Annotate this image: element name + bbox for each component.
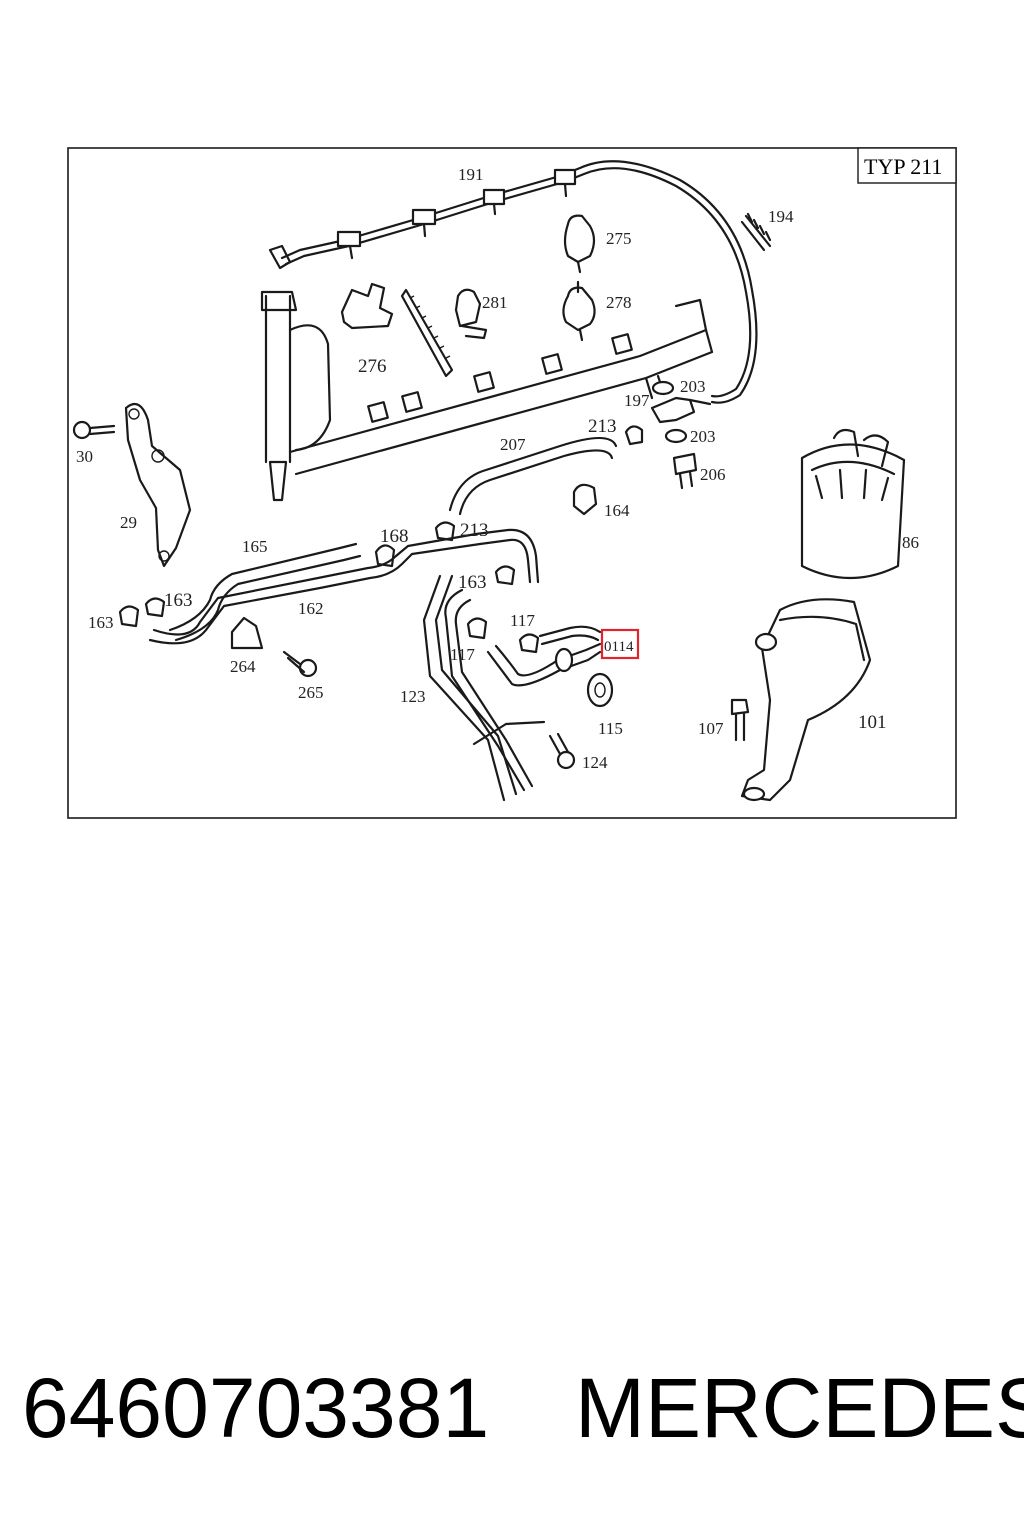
part-123-pipes xyxy=(422,574,546,802)
part-278-clip xyxy=(562,280,596,342)
label-206: 206 xyxy=(700,465,726,484)
label-191: 191 xyxy=(458,165,484,184)
part-207-hose xyxy=(448,436,618,516)
part-117-clamp-upper xyxy=(518,633,540,654)
part-114-hose xyxy=(486,625,602,687)
type-badge: TYP 211 xyxy=(857,147,957,184)
part-276-cable-tie xyxy=(340,282,454,378)
part-124-bolt xyxy=(548,732,576,770)
label-264: 264 xyxy=(230,657,256,676)
part-30-bolt xyxy=(72,420,116,440)
label-107: 107 xyxy=(698,719,724,738)
part-101-bracket xyxy=(740,598,872,802)
label-117-lower: 117 xyxy=(450,645,475,664)
part-165-162-hoses xyxy=(148,528,540,645)
label-276: 276 xyxy=(358,356,387,377)
part-number: 6460703381 xyxy=(22,1361,490,1455)
label-165: 165 xyxy=(242,537,268,556)
label-29: 29 xyxy=(120,513,137,532)
highlight-label: 0114 xyxy=(604,639,634,655)
caption-bar: 6460703381 MERCEDES xyxy=(0,1360,1024,1470)
injector xyxy=(260,290,332,502)
part-213-clamp-upper xyxy=(624,425,644,446)
type-badge-text: TYP 211 xyxy=(864,154,942,179)
brand-name: MERCEDES xyxy=(575,1361,1024,1455)
label-163-left: 163 xyxy=(88,613,114,632)
label-101: 101 xyxy=(858,712,887,733)
part-107-bolt xyxy=(730,698,750,742)
part-164-clip xyxy=(572,483,598,516)
label-30: 30 xyxy=(76,447,93,466)
part-197-banjo xyxy=(650,380,712,444)
label-213-upper: 213 xyxy=(588,416,617,437)
part-117-clamp-lower xyxy=(466,617,488,640)
part-264-bracket xyxy=(230,616,264,650)
label-265: 265 xyxy=(298,683,324,702)
label-164: 164 xyxy=(604,501,630,520)
label-162: 162 xyxy=(298,599,324,618)
label-207: 207 xyxy=(500,435,526,454)
part-265-screw xyxy=(282,650,318,678)
label-278: 278 xyxy=(606,293,632,312)
label-163-mid: 163 xyxy=(164,590,193,611)
label-213-lower: 213 xyxy=(460,520,489,541)
label-168: 168 xyxy=(380,526,409,547)
part-86-fuel-filter xyxy=(800,428,906,580)
part-29-bracket xyxy=(124,402,192,568)
part-275-clip xyxy=(563,214,596,274)
label-86: 86 xyxy=(902,533,919,552)
part-163-clamp-right xyxy=(494,565,516,586)
part-168-clamp xyxy=(374,544,396,568)
part-194-spring xyxy=(740,212,772,252)
label-203-lower: 203 xyxy=(690,427,716,446)
parts-diagram-svg: TYP 211 xyxy=(67,147,957,819)
label-197: 197 xyxy=(624,391,650,410)
part-213-clamp-lower xyxy=(434,521,456,542)
label-117-upper: 117 xyxy=(510,611,535,630)
fuel-rail xyxy=(288,298,714,476)
label-124: 124 xyxy=(582,753,608,772)
label-163-right: 163 xyxy=(458,572,487,593)
part-163-clamp-left xyxy=(118,597,166,628)
label-115: 115 xyxy=(598,719,623,738)
label-194: 194 xyxy=(768,207,794,226)
part-281-clip xyxy=(454,288,488,340)
label-123: 123 xyxy=(400,687,426,706)
label-275: 275 xyxy=(606,229,632,248)
label-281: 281 xyxy=(482,293,508,312)
part-115-grommet xyxy=(586,672,614,708)
highlight-box: 0114 xyxy=(600,628,640,660)
part-191-return-line xyxy=(268,160,758,404)
label-203-upper: 203 xyxy=(680,377,706,396)
part-206-bolt xyxy=(672,452,698,490)
parts-diagram: TYP 211 xyxy=(67,147,957,819)
part-labels: 191 194 275 281 278 276 203 197 213 203 … xyxy=(76,165,919,772)
